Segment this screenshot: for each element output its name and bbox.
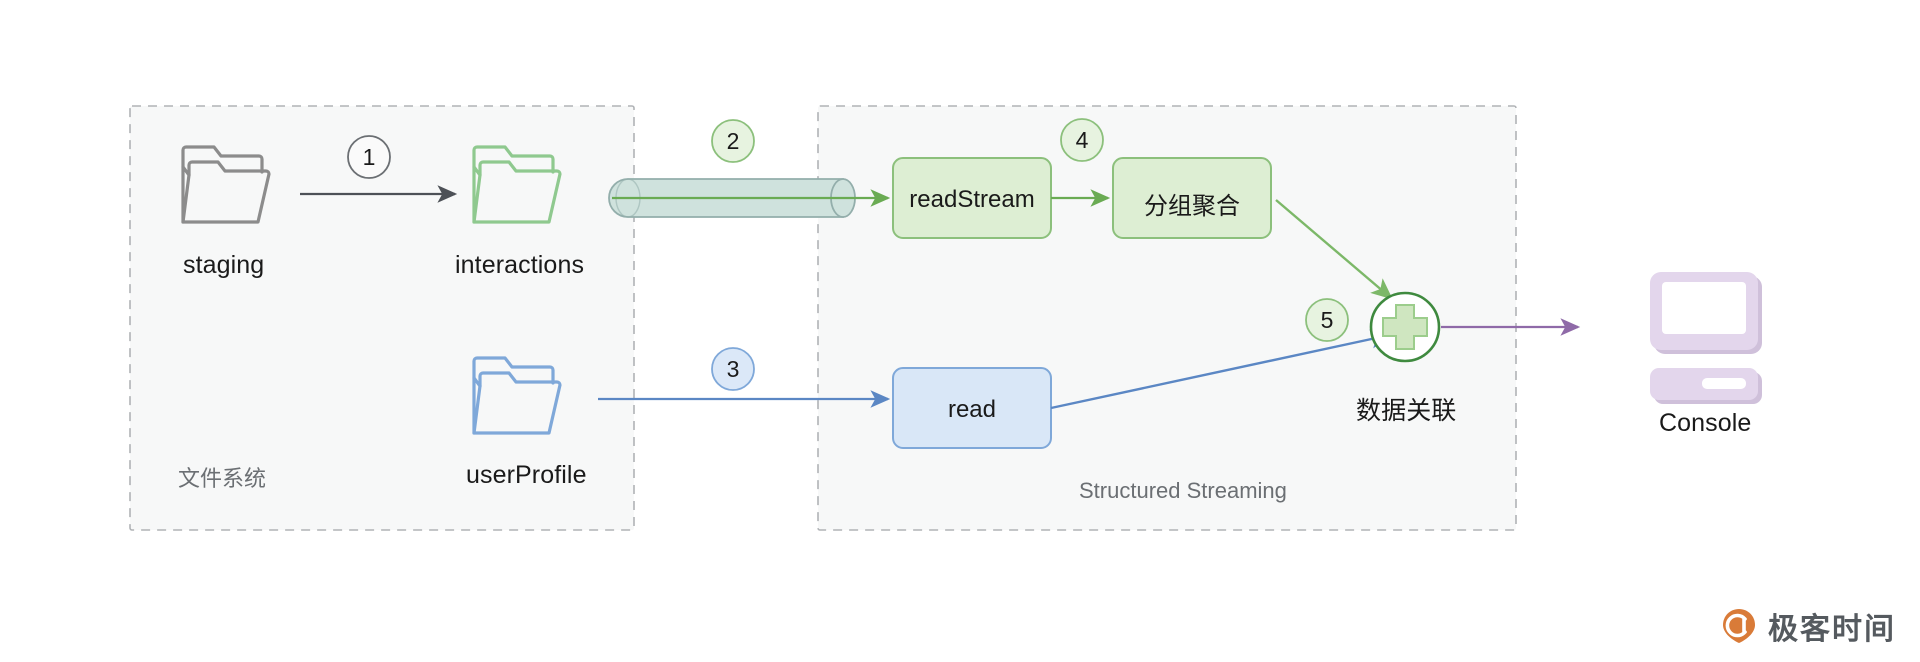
watermark: 极客时间 [1720,604,1896,648]
folder-staging-label: staging [183,251,265,279]
badge-3-circle [711,347,755,391]
monitor-icon [1650,272,1762,404]
box-read[interactable] [892,367,1052,449]
box-aggregate[interactable] [1112,157,1272,239]
group-filesystem [129,105,635,531]
badge-5-circle [1305,298,1349,342]
folder-staging-icon [181,145,271,224]
box-readstream[interactable] [892,157,1052,239]
badge-4-circle [1060,118,1104,162]
plus-icon [1382,304,1428,350]
group-structured-streaming-label: Structured Streaming [1079,478,1287,503]
geektime-logo-icon [1723,609,1755,643]
folder-interactions-icon [472,145,562,224]
edge-read-join [1050,329,1393,410]
console-label: Console [1659,409,1752,437]
join-node[interactable] [1369,291,1441,363]
watermark-text: 极客时间 [1768,613,1896,646]
folder-userprofile-icon [472,356,562,435]
badge-1-circle [347,135,391,179]
badge-2-circle [711,119,755,163]
folder-interactions-label: interactions [455,251,585,279]
folder-userprofile-label: userProfile [466,461,587,489]
join-node-label: 数据关联 [1356,397,1457,425]
group-filesystem-label: 文件系统 [178,466,267,491]
edge-aggregate-join [1275,199,1393,300]
